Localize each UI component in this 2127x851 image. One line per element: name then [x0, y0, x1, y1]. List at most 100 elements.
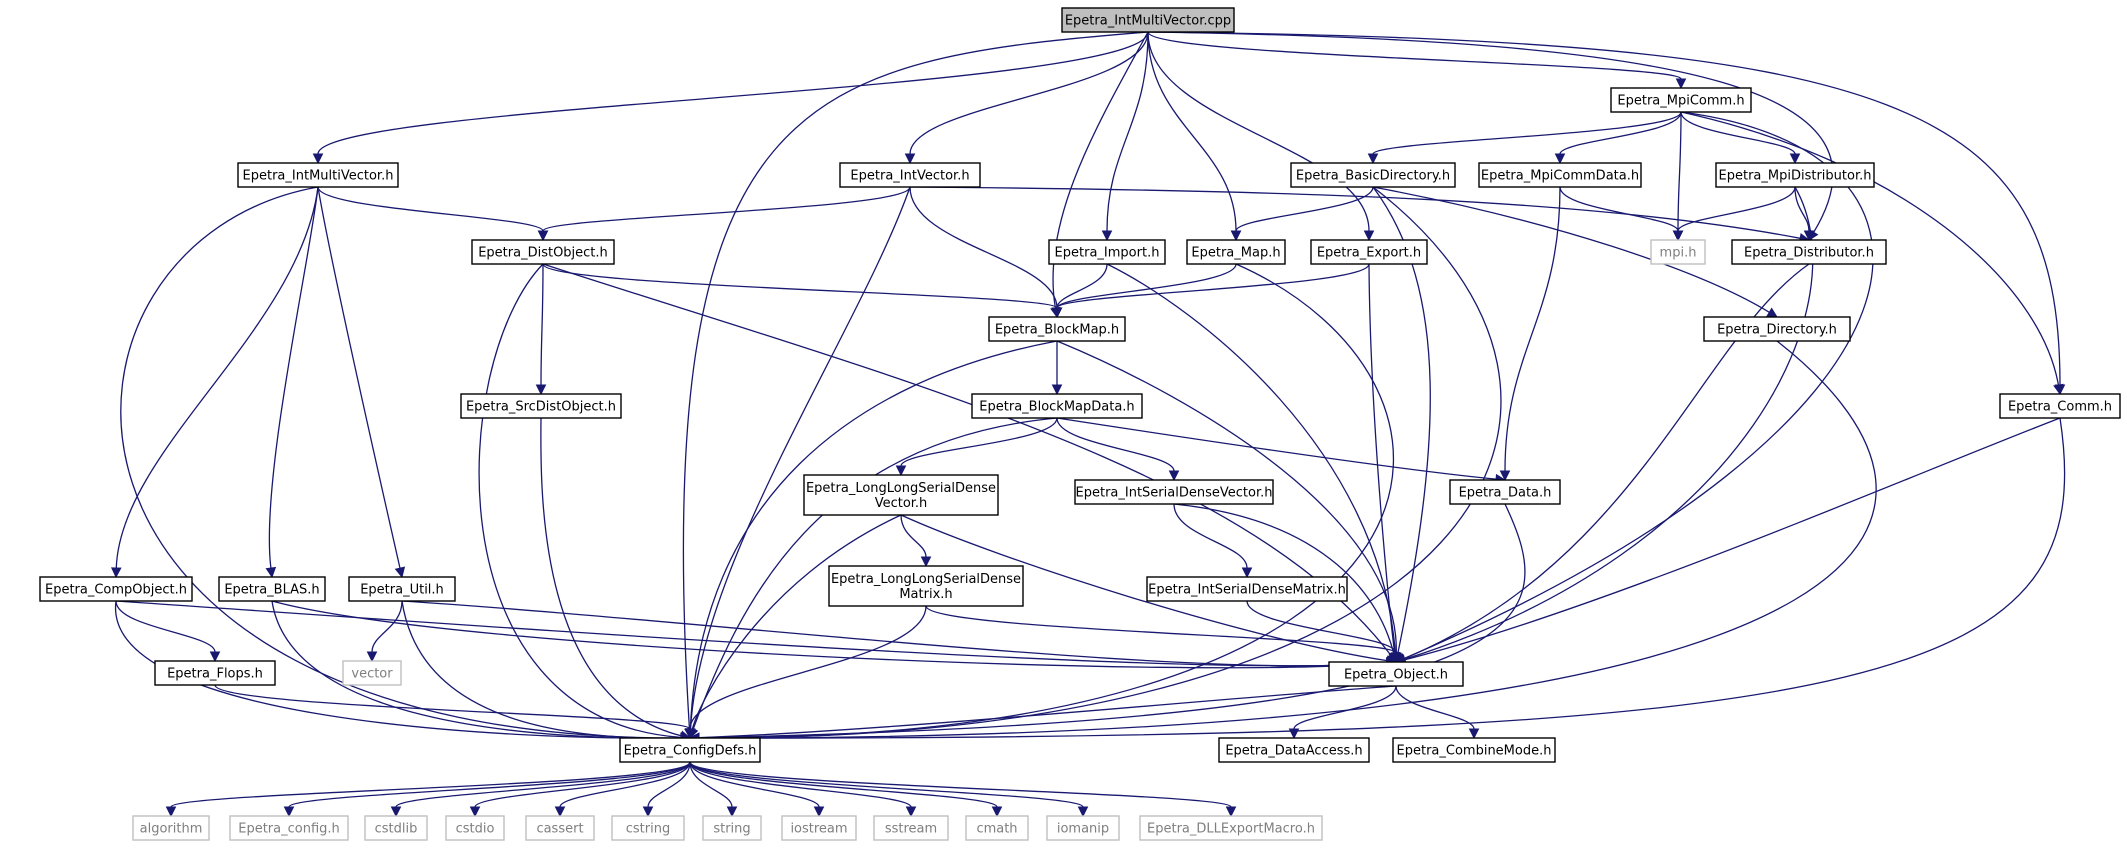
node-ep-compobject-h[interactable]: Epetra_CompObject.h	[39, 576, 193, 602]
edge-arrowhead	[535, 384, 547, 396]
edge-line	[542, 186, 911, 232]
node-ep-intserialdensevector-h[interactable]: Epetra_IntSerialDenseVector.h	[1074, 479, 1274, 505]
edge-ep_configdefs_h-to-iostream	[689, 761, 825, 818]
edge-arrowhead	[920, 556, 932, 568]
node-cassert: cassert	[525, 815, 595, 841]
edge-line	[401, 600, 1388, 667]
node-box	[828, 565, 1024, 607]
node-ep-mpicomm-h[interactable]: Epetra_MpiComm.h	[1610, 87, 1752, 113]
edge-ep_configdefs_h-to-epetra_config_h	[283, 761, 691, 818]
edge-line	[1559, 186, 1679, 232]
edge-ep_longlongserialdensevector_h-to-ep_longlongserialdensematrix_h	[900, 514, 932, 568]
node-label: Epetra_Data.h	[1459, 486, 1552, 501]
node-ep-intserialdensematrix-h[interactable]: Epetra_IntSerialDenseMatrix.h	[1146, 576, 1348, 602]
node-label: cstdio	[456, 822, 495, 837]
node-box	[1610, 87, 1752, 113]
edge-line	[1173, 503, 1395, 654]
node-label: Epetra_BLAS.h	[224, 583, 319, 598]
node-box	[348, 576, 456, 602]
node-ep-import-h[interactable]: Epetra_Import.h	[1048, 239, 1166, 265]
node-ep-comm-h[interactable]: Epetra_Comm.h	[1999, 393, 2121, 419]
edge-ep_intmultivector_cpp-to-ep_map_h	[1147, 31, 1242, 242]
node-box	[460, 393, 622, 419]
edge-line	[115, 186, 319, 569]
edge-arrowhead	[904, 153, 916, 165]
node-ep-blockmap-h[interactable]: Epetra_BlockMap.h	[988, 316, 1126, 342]
node-ep-intvector-h[interactable]: Epetra_IntVector.h	[839, 162, 981, 188]
edge-line	[689, 761, 1232, 808]
edge-arrowhead	[554, 806, 566, 818]
node-box	[1650, 239, 1706, 265]
edge-ep_util_h-to-vector	[366, 600, 403, 663]
node-ep-object-h[interactable]: Epetra_Object.h	[1328, 661, 1464, 687]
node-label: Epetra_DataAccess.h	[1225, 744, 1362, 759]
edge-arrowhead	[312, 153, 324, 165]
node-box	[229, 815, 349, 841]
edge-line	[478, 263, 682, 739]
edge-line	[1056, 417, 1175, 472]
edge-line	[540, 417, 682, 737]
edge-line	[925, 605, 1397, 654]
node-label: Epetra_IntVector.h	[850, 169, 969, 184]
edge-line	[689, 761, 820, 808]
node-ep-export-h[interactable]: Epetra_Export.h	[1310, 239, 1428, 265]
edge-line	[1677, 111, 1682, 232]
node-box	[839, 162, 981, 188]
node-ep-basicdirectory-h[interactable]: Epetra_BasicDirectory.h	[1290, 162, 1456, 188]
edge-arrowhead	[1789, 153, 1801, 165]
edge-ep_blockmap_h-to-ep_blockmapdata_h	[1051, 341, 1063, 396]
edge-ep_intmultivector_cpp-to-ep_comm_h	[1147, 31, 2066, 396]
edge-line	[1056, 417, 1497, 480]
edge-ep_configdefs_h-to-cstdlib	[390, 761, 691, 818]
node-ep-dataaccess-h[interactable]: Epetra_DataAccess.h	[1218, 737, 1370, 763]
node-ep-directory-h[interactable]: Epetra_Directory.h	[1703, 316, 1851, 342]
edge-ep_blockmapdata_h-to-ep_data_h	[1056, 417, 1507, 485]
node-ep-combinemode-h[interactable]: Epetra_CombineMode.h	[1392, 737, 1556, 763]
edge-line	[1246, 600, 1397, 654]
node-ep-intmultivector-cpp[interactable]: Epetra_IntMultiVector.cpp	[1061, 7, 1235, 33]
edge-arrowhead	[110, 567, 122, 579]
edge-line	[698, 186, 1502, 739]
edge-ep_blas_h-to-ep_object_h	[271, 600, 1398, 669]
edge-arrowhead	[1675, 78, 1687, 90]
node-ep-blas-h[interactable]: Epetra_BLAS.h	[218, 576, 326, 602]
node-ep-mpicommdata-h[interactable]: Epetra_MpiCommData.h	[1478, 162, 1642, 188]
node-ep-configdefs-h[interactable]: Epetra_ConfigDefs.h	[619, 737, 761, 763]
edge-ep_mpicomm_h-to-ep_basicdirectory_h	[1367, 111, 1682, 165]
node-ep-util-h[interactable]: Epetra_Util.h	[348, 576, 456, 602]
node-ep-data-h[interactable]: Epetra_Data.h	[1449, 479, 1561, 505]
node-label: cstdlib	[375, 822, 418, 837]
edge-arrowhead	[1225, 806, 1237, 818]
edge-line	[288, 761, 691, 808]
node-label: Epetra_DistObject.h	[478, 246, 608, 261]
edge-ep_configdefs_h-to-iomanip	[689, 761, 1089, 818]
node-ep-mpidistributor-h[interactable]: Epetra_MpiDistributor.h	[1715, 162, 1875, 188]
node-ep-map-h[interactable]: Epetra_Map.h	[1186, 239, 1286, 265]
node-box	[471, 239, 615, 265]
node-box	[1139, 815, 1323, 841]
node-ep-blockmapdata-h[interactable]: Epetra_BlockMapData.h	[971, 393, 1143, 419]
edge-arrowhead	[1468, 728, 1480, 740]
node-box	[1449, 479, 1561, 505]
edge-line	[1293, 685, 1397, 730]
node-ep-distobject-h[interactable]: Epetra_DistObject.h	[471, 239, 615, 265]
edge-line	[1173, 503, 1248, 569]
node-string: string	[702, 815, 762, 841]
node-ep-intmultivector-h[interactable]: Epetra_IntMultiVector.h	[237, 162, 399, 188]
edge-ep_intmultivector_h-to-ep_distobject_h	[317, 186, 549, 242]
edge-line	[474, 761, 691, 808]
edge-ep_intmultivector_cpp-to-ep_intmultivector_h	[312, 31, 1149, 165]
edge-arrowhead	[2053, 383, 2064, 396]
node-label: cassert	[536, 822, 583, 837]
node-ep-distributor-h[interactable]: Epetra_Distributor.h	[1731, 239, 1887, 265]
edge-arrowhead	[991, 806, 1003, 818]
node-ep-flops-h[interactable]: Epetra_Flops.h	[154, 660, 276, 686]
node-label: Epetra_BlockMapData.h	[979, 400, 1134, 415]
node-ep-srcdistobject-h[interactable]: Epetra_SrcDistObject.h	[460, 393, 622, 419]
edge-ep_configdefs_h-to-cstdio	[469, 761, 691, 818]
edge-line	[317, 31, 1149, 155]
edge-line	[1395, 685, 1475, 730]
node-label: Epetra_LongLongSerialDense	[806, 481, 996, 496]
